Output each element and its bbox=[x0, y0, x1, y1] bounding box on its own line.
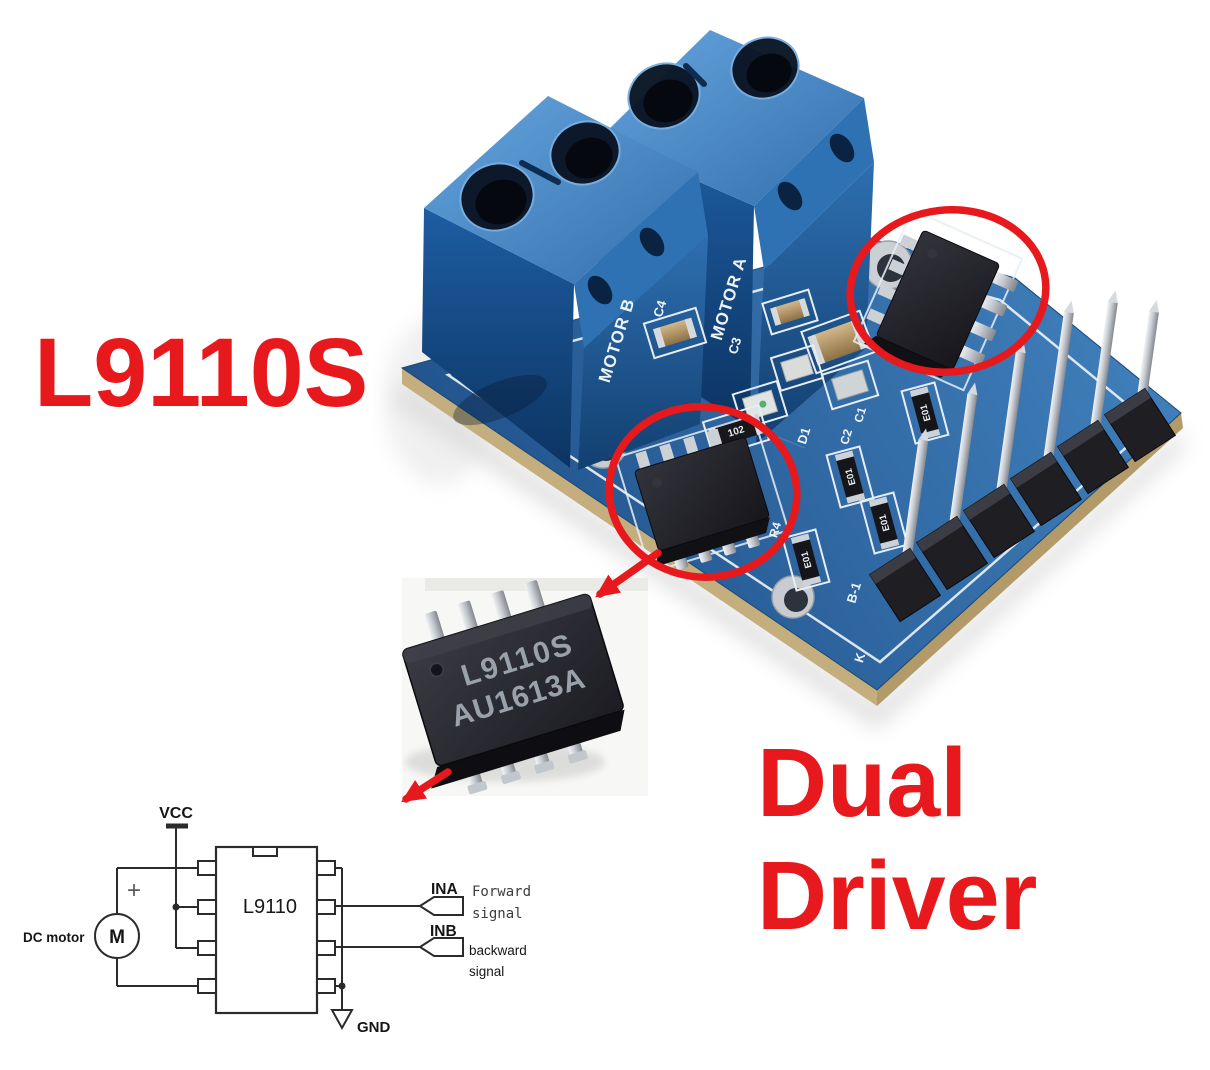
motor-symbol-label: M bbox=[109, 927, 125, 948]
schematic-chip-body bbox=[214, 845, 319, 1015]
resistor-e01-label: E01 bbox=[799, 549, 814, 569]
driver-chip-b bbox=[614, 414, 790, 574]
resistor-102-label: 102 bbox=[727, 424, 747, 440]
arrow-to-schematic bbox=[400, 768, 452, 803]
board-shadow bbox=[392, 382, 1183, 730]
vcc-label: VCC bbox=[159, 805, 193, 822]
headline-product-name: L9110S bbox=[34, 318, 369, 427]
schematic-diagram: VCC GND L9110 M + DC motor INA INB Forwa… bbox=[23, 805, 531, 1036]
mounting-hole-bottom bbox=[771, 575, 815, 619]
capacitor-white bbox=[769, 344, 825, 392]
capacitor bbox=[642, 306, 708, 360]
ina-tag bbox=[418, 896, 464, 916]
motor-plus-sign: + bbox=[127, 877, 141, 904]
resistor-e01: E01 bbox=[859, 491, 909, 555]
capacitor-silver bbox=[820, 359, 880, 411]
board-edge-right bbox=[877, 413, 1183, 706]
resistor-e01: E01 bbox=[781, 528, 831, 592]
silkscreen-b1: B-1 bbox=[843, 580, 863, 604]
silkscreen-c2: C2 bbox=[837, 427, 855, 446]
gnd-label: GND bbox=[357, 1019, 391, 1036]
silkscreen-c1: C1 bbox=[851, 405, 869, 424]
gnd-symbol bbox=[330, 1009, 354, 1031]
ina-caption-2: signal bbox=[472, 906, 523, 922]
silkscreen-c3: C3 bbox=[725, 336, 744, 356]
pin-header bbox=[868, 290, 1177, 623]
headline-dual-driver: Dual Driver bbox=[757, 726, 1037, 952]
screw-hole bbox=[730, 36, 800, 100]
header-pin bbox=[915, 382, 989, 591]
headline-dual-driver-line1: Dual bbox=[757, 728, 968, 837]
header-pin bbox=[1009, 300, 1083, 527]
screw-hole bbox=[627, 62, 701, 130]
capacitor bbox=[761, 288, 819, 336]
screw-hole bbox=[549, 120, 621, 186]
headline-dual-driver-line2: Driver bbox=[757, 841, 1038, 950]
inb-caption-2: signal bbox=[469, 964, 504, 979]
arrow-to-closeup bbox=[595, 549, 662, 598]
motor-caption: DC motor bbox=[23, 930, 85, 945]
header-pin bbox=[868, 428, 942, 623]
resistor-e01-label: E01 bbox=[918, 402, 933, 422]
schematic-chip-label: L9110 bbox=[243, 896, 297, 918]
highlight-circle-chip-a bbox=[846, 206, 1050, 376]
motor-symbol bbox=[94, 913, 140, 959]
inb-label: INB bbox=[430, 923, 457, 940]
resistor-e01-label: E01 bbox=[877, 512, 892, 532]
silkscreen-c4: C4 bbox=[650, 298, 669, 319]
header-pin bbox=[1103, 300, 1177, 463]
inb-tag bbox=[418, 937, 464, 957]
red-annotations bbox=[400, 206, 1050, 803]
silkscreen-d1: D1 bbox=[794, 426, 813, 446]
screw-hole bbox=[459, 162, 535, 232]
header-pin bbox=[1056, 290, 1130, 495]
inb-caption-1: backward bbox=[469, 943, 527, 958]
silkscreen-r4: R4 bbox=[766, 520, 784, 539]
resistor-e01-label: E01 bbox=[843, 466, 858, 486]
resistor-e01: E01 bbox=[825, 445, 875, 509]
chip-closeup-photo: L9110S AU1613A bbox=[402, 578, 648, 796]
ina-caption-1: Forward bbox=[472, 884, 531, 900]
highlight-circle-chip-b bbox=[605, 403, 801, 581]
ina-label: INA bbox=[431, 881, 458, 898]
